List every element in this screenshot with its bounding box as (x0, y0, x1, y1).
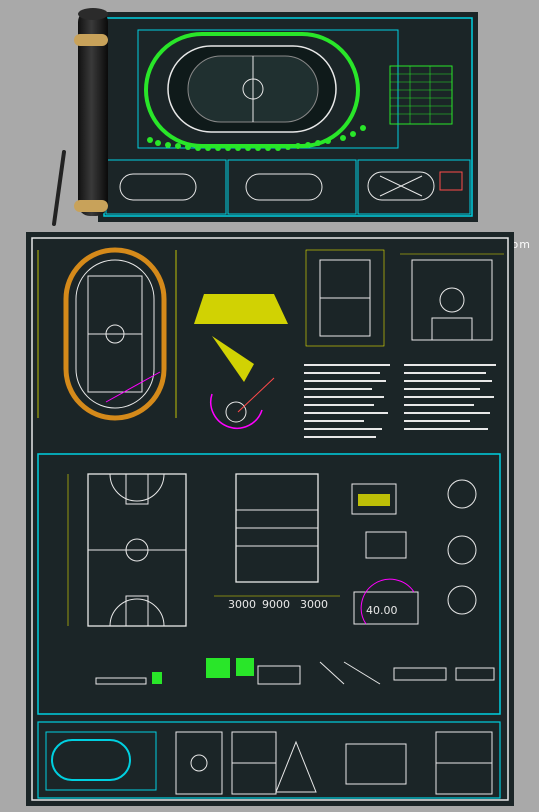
radius-label: 40.00 (366, 604, 398, 617)
cad-sheet-drawing: 3000 9000 3000 40.00 (26, 232, 514, 806)
preview-sheet (98, 12, 478, 222)
pen-icon (50, 150, 70, 228)
cad-sheet: 3000 9000 3000 40.00 (26, 232, 514, 806)
volleyball-court-plan-large: 3000 9000 3000 (214, 473, 340, 611)
dimension-3000-right: 3000 (300, 598, 328, 611)
rolled-poster-icon (66, 4, 112, 224)
notes-block-right (404, 364, 496, 430)
notes-block-left (304, 364, 390, 438)
volleyball-court-plan (305, 249, 385, 347)
tree-dots (147, 125, 366, 151)
section-details (95, 661, 495, 685)
dimension-9000: 9000 (262, 598, 290, 611)
construction-details: 40.00 (351, 479, 477, 625)
throwing-sector-details (194, 294, 288, 429)
track-plan (37, 247, 177, 421)
bottom-detail-row (45, 731, 493, 795)
basketball-court-plan (67, 473, 187, 627)
basketball-half-court-plan (400, 253, 504, 341)
dimension-3000-left: 3000 (228, 598, 256, 611)
green-detail-annotations (152, 658, 254, 684)
preview-sheet-drawing (98, 12, 478, 222)
